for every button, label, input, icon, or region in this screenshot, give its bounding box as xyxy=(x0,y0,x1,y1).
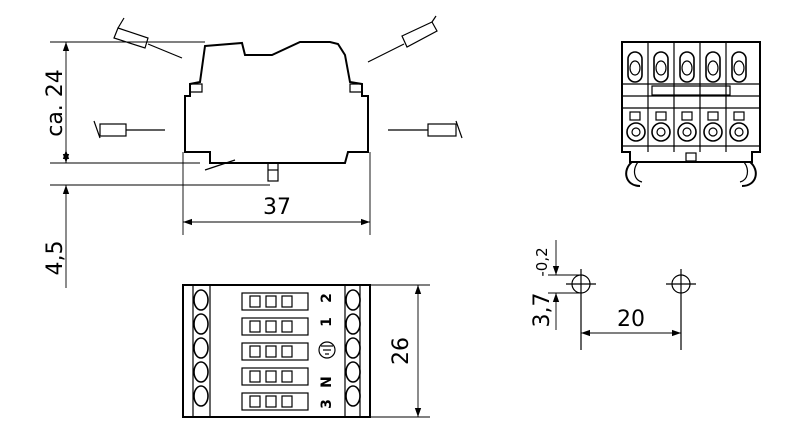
front-columns xyxy=(647,42,727,152)
wire-icon xyxy=(93,120,165,139)
front-view-body xyxy=(621,41,761,163)
top-view: 1 2 3 N 26 xyxy=(182,284,430,418)
hole-pattern: 3,7 -0,2 20 xyxy=(530,240,696,350)
wire-icon xyxy=(113,17,183,59)
wire-icon xyxy=(388,120,463,139)
earth-ground-icon xyxy=(318,341,336,359)
width-dimension-side: 37 xyxy=(263,195,291,220)
right-foot xyxy=(741,161,757,187)
wire-icon xyxy=(367,15,438,63)
terminal-label-3: 3 xyxy=(319,399,335,409)
left-terminal-column xyxy=(193,289,209,407)
clearance-dimension: 4,5 xyxy=(43,241,68,276)
right-notch xyxy=(349,83,362,93)
upper-terminal-row xyxy=(627,51,747,83)
front-view xyxy=(621,41,761,187)
terminal-label-2: 2 xyxy=(319,293,335,303)
top-view-body xyxy=(182,284,371,418)
crosshair-hole-icon xyxy=(666,269,696,350)
height-dimension: ca. 24 xyxy=(43,69,68,137)
front-small-rects xyxy=(629,111,745,121)
left-notch xyxy=(190,83,203,93)
latch-foot xyxy=(204,159,236,171)
left-foot xyxy=(625,161,641,187)
right-terminal-column xyxy=(345,289,361,407)
hole-spacing-dimension: 20 xyxy=(617,307,645,332)
width-dimension-top: 26 xyxy=(389,337,414,365)
hole-diameter-dimension: 3,7 xyxy=(530,293,555,328)
mounting-pin xyxy=(267,162,279,182)
side-view: ca. 24 4,5 37 xyxy=(43,15,463,288)
side-view-body xyxy=(184,41,369,164)
terminal-label-n: N xyxy=(319,376,335,388)
crosshair-hole-icon xyxy=(566,269,596,350)
lower-terminal-row xyxy=(626,122,749,142)
hole-tolerance: -0,2 xyxy=(533,247,551,276)
contact-slots xyxy=(241,292,309,411)
terminal-label-1: 1 xyxy=(319,317,335,327)
